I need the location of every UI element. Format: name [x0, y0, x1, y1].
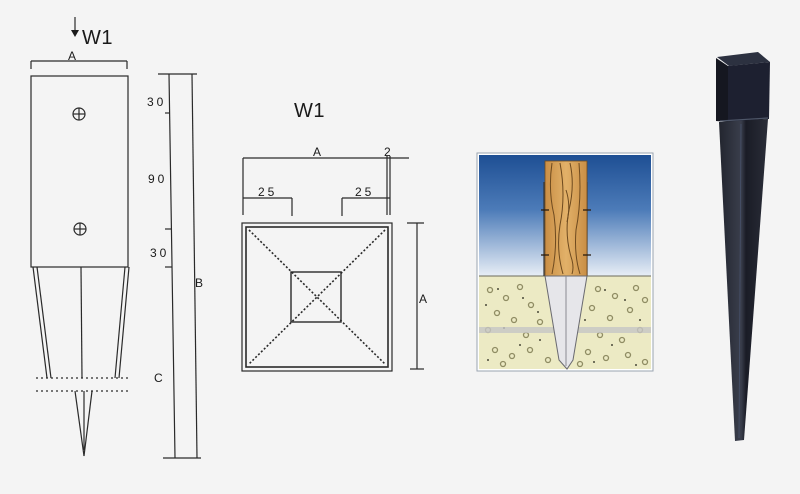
dimension-top-segment: 30 [147, 95, 167, 109]
spike-length-label: C [154, 371, 163, 385]
bolt-hole-icon [73, 222, 87, 236]
total-length-label: B [195, 276, 204, 290]
left-flange-label: 25 [258, 185, 278, 199]
bolt-hole-icon [72, 107, 86, 121]
top-view-title: W1 [294, 100, 325, 122]
right-flange-label: 25 [355, 185, 375, 199]
dimension-bottom-segment: 30 [150, 246, 170, 260]
side-view-width-label: A [68, 49, 77, 63]
top-view-width-label: A [313, 145, 322, 159]
wall-thickness-label: 2 [384, 145, 391, 159]
dimension-middle-segment: 90 [148, 172, 168, 186]
side-view-title: W1 [82, 27, 113, 49]
down-arrow-icon [71, 17, 79, 37]
top-view-height-label: A [419, 292, 428, 306]
